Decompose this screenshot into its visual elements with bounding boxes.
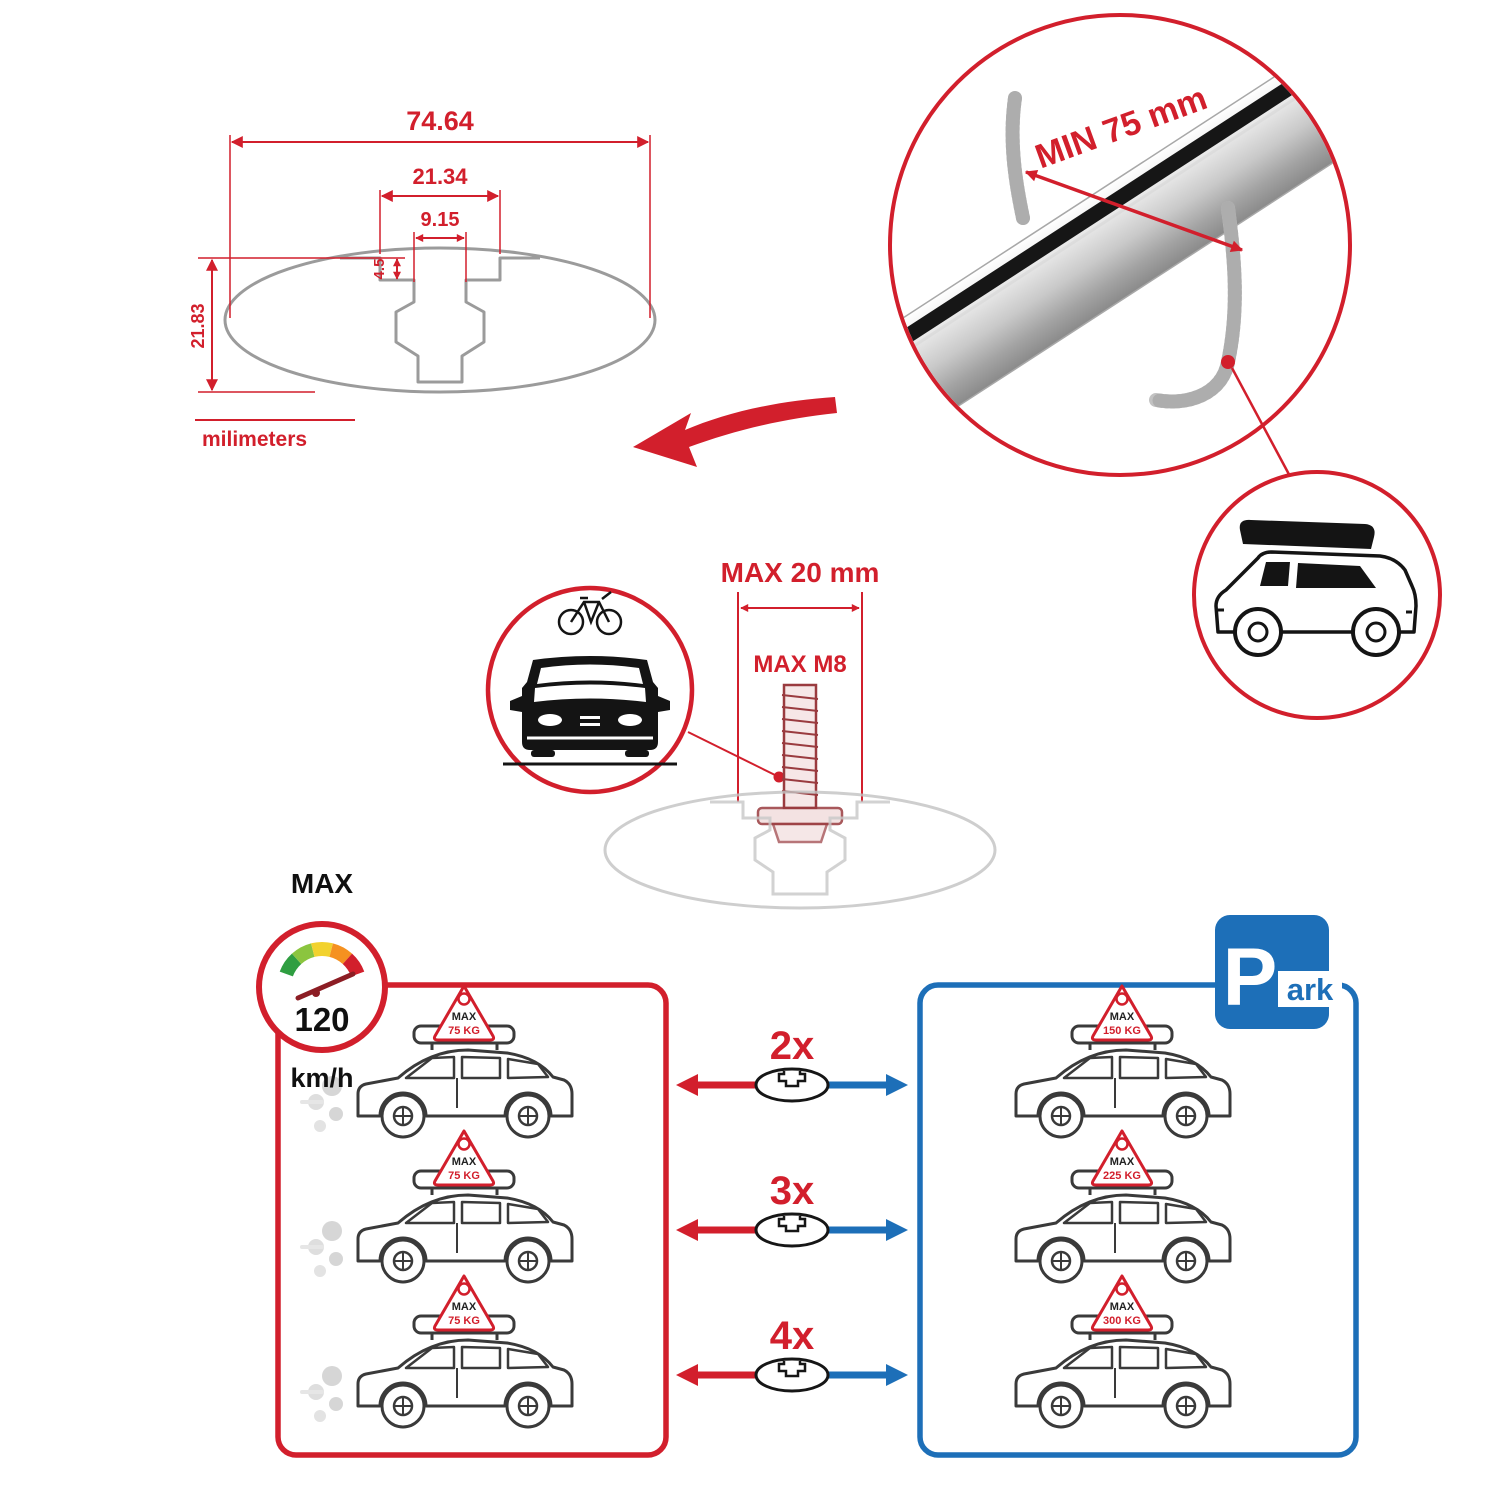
left-arrowhead: [676, 1074, 698, 1096]
t-slot-profile: [340, 256, 540, 384]
svg-text:MAX: MAX: [452, 1301, 477, 1313]
car-front-icon: [503, 656, 677, 766]
left-arrowhead: [676, 1219, 698, 1241]
load-badge: MAX 225 KG: [1090, 1129, 1154, 1187]
callout-arrow: [633, 397, 837, 467]
suv-with-roofbox: [1214, 519, 1418, 657]
max-thread-label: MAX M8: [753, 651, 846, 678]
bar-cross-section-ellipse: [223, 246, 657, 394]
svg-text:300 KG: 300 KG: [1103, 1315, 1141, 1327]
svg-text:75 KG: 75 KG: [448, 1170, 480, 1182]
bolt-point-dot: [773, 771, 785, 783]
headlight-right: [618, 714, 642, 726]
svg-text:MAX: MAX: [1110, 1011, 1135, 1023]
multiplier-label: 2x: [770, 1024, 815, 1068]
multiplier-row-4x: 4x: [676, 1314, 908, 1393]
arrow-shape: [633, 397, 837, 467]
right-arrowhead: [886, 1074, 908, 1096]
mirror-right: [658, 696, 670, 712]
load-badge: MAX 300 KG: [1090, 1274, 1154, 1332]
bolt-spec-section: MAX 20 mm MAX M8: [485, 557, 997, 910]
bike-icon: [557, 591, 623, 636]
dim-channel-width: 9.15: [421, 209, 460, 231]
svg-text:MAX: MAX: [452, 1011, 477, 1023]
load-badge: MAX 150 KG: [1090, 984, 1154, 1042]
dim-total-width: 74.64: [406, 106, 474, 136]
svg-text:MAX: MAX: [1110, 1156, 1135, 1168]
load-badge: MAX 75 KG: [432, 1274, 496, 1332]
speed-value: 120: [294, 1001, 349, 1038]
svg-text:MAX: MAX: [1110, 1301, 1135, 1313]
dim-lip-depth: 4.5: [371, 259, 388, 280]
svg-text:225 KG: 225 KG: [1103, 1170, 1141, 1182]
left-arrowhead: [676, 1364, 698, 1386]
load-badge: MAX 75 KG: [432, 1129, 496, 1187]
crossbar-dimension-diagram: 74.64 21.34 9.15 4.5 21.83 milimeters: [188, 106, 657, 451]
multiplier-row-3x: 3x: [676, 1169, 908, 1248]
svg-text:75 KG: 75 KG: [448, 1315, 480, 1327]
right-arrowhead: [886, 1219, 908, 1241]
park-sign: P ark: [1215, 915, 1342, 1029]
load-comparison-section: P ark MAX 75 KG MAX 75 KG: [256, 868, 1359, 1458]
multiplier-row-2x: 2x: [676, 1024, 908, 1103]
right-arrowhead: [886, 1364, 908, 1386]
multiplier-label: 4x: [770, 1314, 815, 1358]
speed-gauge: MAX 120 km/h: [256, 868, 388, 1093]
clamp-point-dot: [1221, 355, 1235, 369]
units-label: milimeters: [202, 428, 307, 451]
gauge-needle: [295, 971, 356, 1001]
dim-slot-width: 21.34: [412, 164, 468, 189]
bar-end-cap: [892, 350, 911, 443]
faded-cross-section: [603, 790, 997, 910]
multiplier-label: 3x: [770, 1169, 815, 1213]
max-bolt-length-label: MAX 20 mm: [721, 557, 880, 588]
speed-max-label: MAX: [291, 868, 354, 899]
bar-render-section: MIN 75 mm: [888, 13, 1442, 720]
load-badge: MAX 75 KG: [432, 984, 496, 1042]
park-sign-letter: P: [1223, 932, 1278, 1023]
mirror-left: [510, 696, 522, 712]
headlight-left: [538, 714, 562, 726]
speed-unit: km/h: [290, 1063, 353, 1093]
clamp-leg-left: [1005, 91, 1030, 225]
bolt-illustration: [756, 683, 844, 844]
svg-text:150 KG: 150 KG: [1103, 1025, 1141, 1037]
leader-line: [1230, 367, 1294, 481]
bolt-leader-line: [687, 731, 776, 776]
min-span-arrow: [1024, 170, 1244, 252]
park-sign-rest: ark: [1287, 972, 1334, 1007]
dim-total-height: 21.83: [188, 303, 208, 348]
svg-text:75 KG: 75 KG: [448, 1025, 480, 1037]
svg-text:MAX: MAX: [452, 1156, 477, 1168]
